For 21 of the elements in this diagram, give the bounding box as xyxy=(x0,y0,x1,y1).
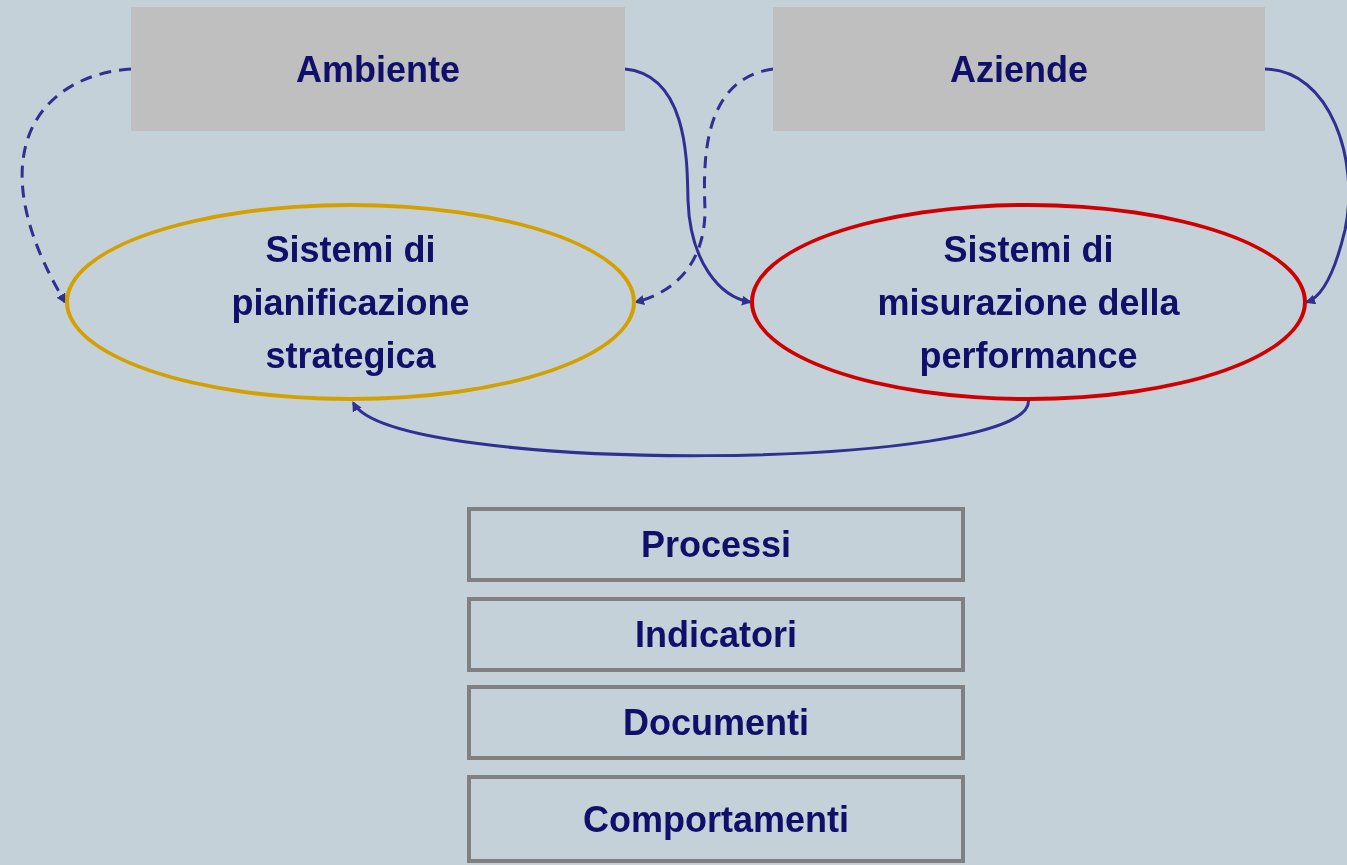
process-box xyxy=(467,775,965,863)
node-label: Sistemi di pianificazione strategica xyxy=(230,227,471,378)
ellipse-node xyxy=(65,203,636,401)
process-box xyxy=(773,7,1265,131)
arrow xyxy=(634,67,774,305)
process-box xyxy=(131,7,625,131)
node-label: Aziende xyxy=(950,47,1088,92)
ellipse-node xyxy=(750,203,1307,401)
node-label: Sistemi di misurazione della performance xyxy=(876,227,1181,378)
process-box xyxy=(467,507,965,582)
arrow xyxy=(351,400,1030,458)
node-label: Processi xyxy=(640,523,792,567)
node-label: Indicatori xyxy=(635,613,797,657)
process-box xyxy=(467,597,965,672)
arrow xyxy=(1264,67,1347,304)
node-label: Ambiente xyxy=(296,47,460,92)
process-box xyxy=(467,685,965,760)
arrow xyxy=(624,67,752,305)
node-label: Documenti xyxy=(623,701,809,745)
arrow xyxy=(20,67,132,304)
node-label: Comportamenti xyxy=(583,797,849,842)
